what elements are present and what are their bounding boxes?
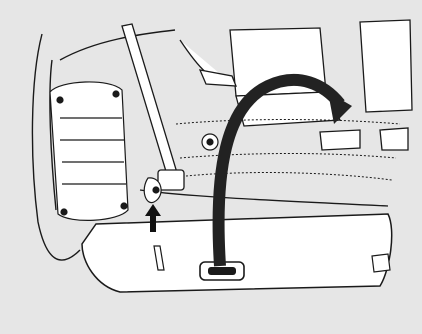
tie-down-hook [202, 134, 218, 150]
lid-clip [372, 254, 390, 272]
left-cargo-panel [50, 82, 128, 220]
floor-latch [144, 178, 161, 203]
